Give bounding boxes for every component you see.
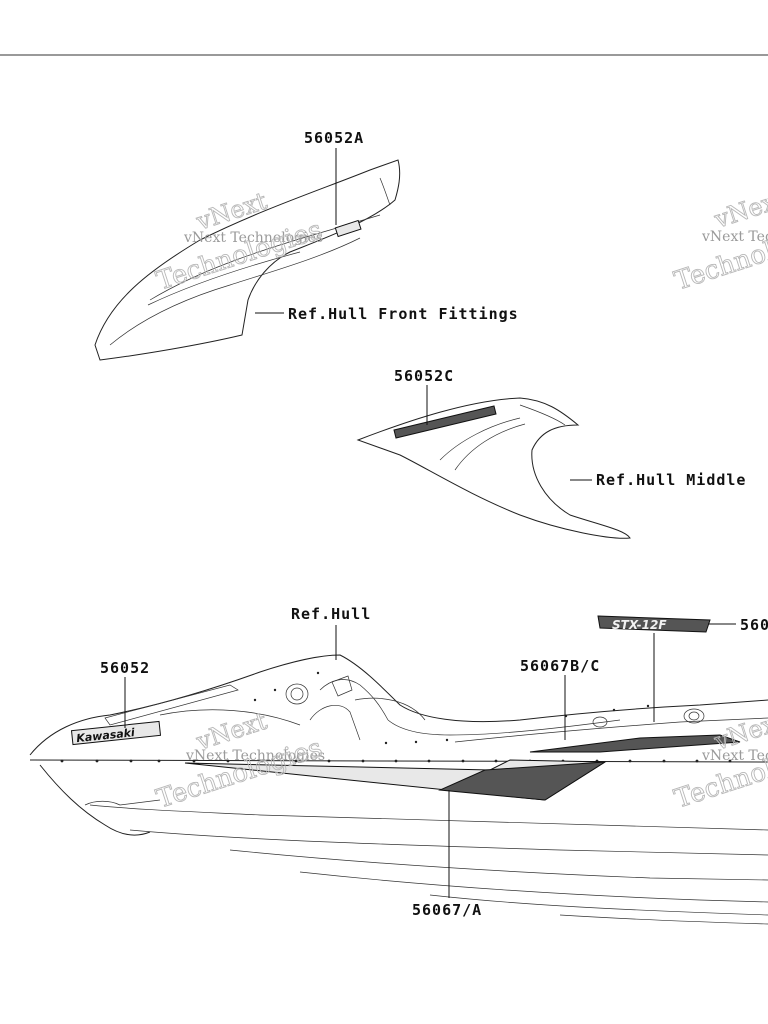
side-stripe-upper-decal bbox=[529, 734, 741, 753]
kawasaki-logo-decal: Kawasaki bbox=[70, 720, 162, 745]
full-hull: Kawasaki STX-12F bbox=[29, 615, 768, 925]
callout-ref-hull-front-fittings[interactable]: Ref.Hull Front Fittings bbox=[288, 305, 519, 323]
callout-56052c[interactable]: 56052C bbox=[394, 367, 454, 385]
watermark-line1: vNext bbox=[192, 187, 270, 236]
stx-model-text: STX-12F bbox=[612, 618, 667, 632]
side-stripe-lower-pattern bbox=[438, 761, 606, 801]
kawasaki-logo-text: Kawasaki bbox=[76, 726, 136, 745]
stx-model-decal: STX-12F bbox=[597, 615, 711, 633]
watermark-line2: vNext Technologies bbox=[701, 748, 768, 764]
callout-ref-hull[interactable]: Ref.Hull bbox=[291, 605, 371, 623]
front-logo-decal bbox=[334, 219, 362, 238]
callout-56067a[interactable]: 56067/A bbox=[412, 901, 482, 919]
leader-lines bbox=[124, 148, 736, 898]
watermark-group-2: vNext vNext Technologies Technologies bbox=[670, 184, 768, 297]
callout-560-partial[interactable]: 560 bbox=[740, 616, 768, 634]
middle-model-decal bbox=[393, 405, 497, 439]
callout-ref-hull-middle[interactable]: Ref.Hull Middle bbox=[596, 471, 746, 489]
watermark-line1: vNext bbox=[710, 185, 768, 234]
callout-56052[interactable]: 56052 bbox=[100, 659, 150, 677]
watermark-group-1: vNext vNext Technologies Technologies bbox=[152, 186, 326, 297]
watermark-line2: vNext Technologies bbox=[701, 229, 768, 245]
watermark-line2: vNext Technologies bbox=[185, 748, 325, 764]
middle-hull-part bbox=[356, 397, 631, 539]
watermark-line2: vNext Technologies bbox=[183, 230, 323, 246]
front-fitting-part bbox=[94, 159, 401, 361]
watermark-line3: Technologies bbox=[153, 215, 326, 297]
callout-56067bc[interactable]: 56067B/C bbox=[520, 657, 600, 675]
callout-56052a[interactable]: 56052A bbox=[304, 129, 364, 147]
watermark-group-4: vNext vNext Technologies Technologies bbox=[670, 706, 768, 815]
